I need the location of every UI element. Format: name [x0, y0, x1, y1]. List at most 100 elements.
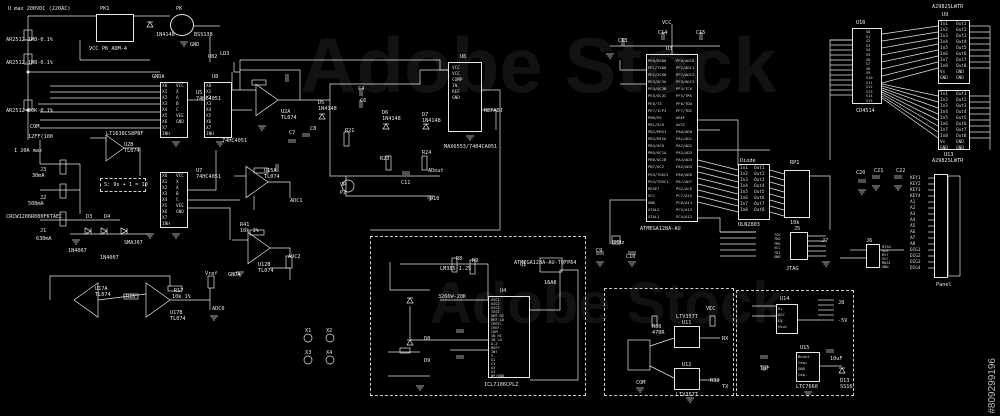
- wire: [530, 269, 566, 311]
- c10-label: C10: [626, 254, 636, 260]
- opamp-symbol: [245, 165, 269, 199]
- uln-outs: Out1 Out2 Out3 Out4 Out5 Out6 Out7 Out8: [754, 166, 765, 213]
- u-max-label: U max 200VDC (220AC): [8, 6, 71, 12]
- ground-symbol: [210, 315, 218, 321]
- r-12ff-label: 12FF(100: [28, 134, 53, 140]
- wire: [881, 61, 939, 77]
- resistor-symbol: [23, 29, 33, 41]
- r30-value: 470R: [652, 330, 665, 336]
- opamp-symbol: [255, 83, 279, 117]
- jtag-header: [790, 232, 808, 260]
- mux-u7: [160, 172, 188, 228]
- resistor-symbol: [23, 53, 33, 65]
- resistor-symbol: [59, 159, 67, 175]
- max-pins: VCC VCC COMP IN REF GND: [452, 66, 463, 101]
- q1-label: Q1: [520, 262, 527, 268]
- diode-label: 1N4148: [156, 32, 175, 38]
- resistor-symbol: [253, 167, 269, 174]
- wire: [881, 97, 939, 139]
- jtag-j5: J5: [794, 226, 801, 232]
- j1-label: J1: [40, 228, 47, 234]
- wire: [270, 247, 291, 254]
- d8-label: D8: [424, 336, 431, 342]
- d6-label: D6: [382, 110, 389, 116]
- isp-pins: MISO SCK RST VCC MOSI GND: [882, 245, 891, 269]
- diode-symbol: [120, 227, 128, 235]
- gnda-label: GNDA: [152, 74, 165, 80]
- max-refadj: REFADJ: [484, 108, 503, 114]
- ground-symbol: [416, 385, 424, 391]
- c13-label: C13: [618, 38, 628, 44]
- panel-label: Panel: [936, 282, 952, 288]
- lm385-label: LM385-1.25: [440, 266, 472, 272]
- resistor-symbol: [421, 155, 428, 171]
- ground-symbol: [466, 135, 474, 141]
- junction-dot: [26, 108, 30, 112]
- c9-label: C9: [596, 248, 603, 254]
- r21-label: R21: [345, 128, 355, 134]
- mount-hole: [325, 333, 335, 343]
- ic-symbol: [627, 339, 651, 371]
- r1-label: AR2512-1M8-0.1%: [6, 37, 53, 43]
- d13-label: D13: [840, 378, 850, 384]
- wire: [769, 187, 785, 193]
- opto-u12: [674, 368, 700, 390]
- tx-label: TX: [722, 384, 729, 390]
- d3-part: 1N4007: [68, 248, 87, 254]
- wire: [188, 207, 231, 240]
- wire: [649, 365, 675, 379]
- c22-label: C22: [896, 168, 906, 174]
- d7-label: D7: [422, 112, 429, 118]
- pk-label: PK: [176, 6, 183, 12]
- ground-symbol: [236, 271, 244, 277]
- resistor-symbol: [59, 211, 67, 227]
- x4-label: X4: [326, 350, 333, 356]
- wire: [769, 175, 785, 181]
- mcu-vcc: VCC: [662, 20, 672, 26]
- jtag-pins: TCK TDO TMS VCC TDI GND: [774, 233, 781, 260]
- ic-max: [448, 62, 482, 132]
- x2-label: X2: [326, 328, 333, 334]
- wire: [239, 69, 301, 101]
- trim-label: 3266W-20K: [438, 294, 467, 300]
- crystal-symbol: [611, 235, 621, 245]
- u2a-label: U2A: [281, 109, 291, 115]
- i-20a-label: I 20A max: [14, 148, 43, 154]
- wire: [697, 189, 739, 201]
- d5-label: D5: [318, 100, 325, 106]
- j2-value: 500mA: [28, 201, 44, 207]
- vcc-iso: VCC: [706, 306, 716, 312]
- watermark: Adobe Stock: [430, 271, 785, 336]
- mcu-atmega: [646, 54, 698, 222]
- wire: [39, 140, 81, 214]
- ground-symbol: [628, 261, 636, 267]
- wire: [530, 269, 579, 381]
- mux-u5-pins-right: VCC X A B C VEE GND: [176, 84, 184, 125]
- mcu-ref: U3: [666, 46, 673, 52]
- wire: [881, 85, 939, 103]
- diode-symbol: [838, 367, 846, 374]
- wire: [233, 62, 240, 73]
- gnda-label: GNDA: [228, 272, 241, 278]
- driver-u10: [852, 28, 882, 104]
- wire: [881, 93, 939, 127]
- ground-symbol: [258, 125, 266, 131]
- c15-label: C15: [696, 30, 706, 36]
- uln2803: [738, 164, 770, 220]
- u17b-label: U17B: [170, 310, 183, 316]
- j8-label: J8: [838, 300, 845, 306]
- stock-id: #809299196: [987, 358, 998, 414]
- u15-part: LTC7660: [796, 384, 818, 390]
- wire: [49, 275, 171, 300]
- mount-hole: [325, 355, 335, 365]
- opto-u11: [674, 326, 700, 348]
- vcc-label: VCC: [89, 46, 99, 52]
- x1-label: X1: [305, 328, 312, 334]
- wire: [619, 60, 646, 71]
- ground-symbol: [858, 189, 866, 195]
- resistor-symbol: [167, 285, 183, 292]
- rp1-label: RP1: [790, 160, 800, 166]
- wire: [400, 263, 489, 300]
- wire: [881, 67, 939, 84]
- ar-20k-label: AR2512-20K-0.1%: [6, 108, 53, 114]
